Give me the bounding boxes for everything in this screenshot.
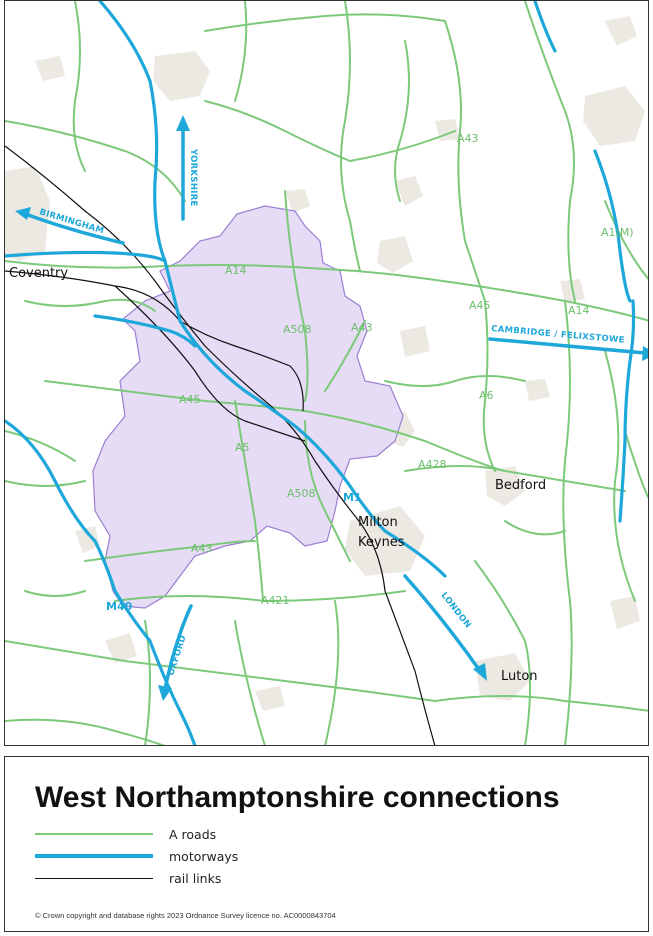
- urban-areas: [5, 16, 645, 711]
- copyright-notice: © Crown copyright and database rights 20…: [35, 911, 336, 920]
- road-label: A43: [351, 321, 373, 334]
- motorway-swatch: [35, 854, 153, 858]
- motorway-label-m1: M1: [343, 491, 362, 504]
- legend-label: rail links: [169, 870, 222, 886]
- legend-item-a-roads: A roads: [35, 825, 216, 843]
- town-label-coventry: Coventry: [9, 266, 68, 281]
- town-label-luton: Luton: [501, 669, 538, 684]
- road-label: A45: [179, 393, 201, 406]
- a-road-swatch: [35, 833, 153, 835]
- road-label: A428: [418, 458, 447, 471]
- map-canvas: A43 A1(M) A14 A14 A508 A43 A45 A45 A6 A5…: [5, 1, 648, 745]
- legend-item-rail-links: rail links: [35, 869, 221, 887]
- legend-label: motorways: [169, 848, 239, 864]
- road-label: A421: [261, 594, 290, 607]
- rail-swatch: [35, 877, 153, 879]
- map-area: A43 A1(M) A14 A14 A508 A43 A45 A45 A6 A5…: [4, 0, 649, 746]
- legend-label: A roads: [169, 826, 217, 842]
- legend-title: West Northamptonshire connections: [35, 781, 560, 814]
- road-label: A508: [287, 487, 316, 500]
- direction-label-yorkshire: YORKSHIRE: [188, 148, 198, 207]
- town-label-keynes: Keynes: [358, 535, 405, 550]
- direction-arrows: [21, 127, 647, 691]
- road-label: A45: [469, 299, 491, 312]
- road-label: A43: [457, 132, 479, 145]
- road-label: A508: [283, 323, 312, 336]
- direction-label-oxford: OXFORD: [166, 634, 188, 677]
- a-roads: [5, 1, 648, 745]
- legend: West Northamptonshire connections A road…: [4, 756, 649, 932]
- west-northamptonshire-district: [92, 205, 404, 609]
- road-label: A1(M): [601, 226, 634, 239]
- road-labels: A43 A1(M) A14 A14 A508 A43 A45 A45 A6 A5…: [179, 132, 634, 607]
- motorway-label-m40: M40: [106, 600, 133, 613]
- road-label: A6: [479, 389, 494, 402]
- road-label: A5: [235, 441, 250, 454]
- road-label: A14: [568, 304, 590, 317]
- road-label: A14: [225, 264, 247, 277]
- road-label: A43: [191, 542, 213, 555]
- arrow-heads: [15, 115, 648, 701]
- town-label-milton: Milton: [358, 515, 398, 530]
- legend-item-motorways: motorways: [35, 847, 238, 865]
- motorways: [5, 1, 636, 745]
- town-label-bedford: Bedford: [495, 478, 546, 493]
